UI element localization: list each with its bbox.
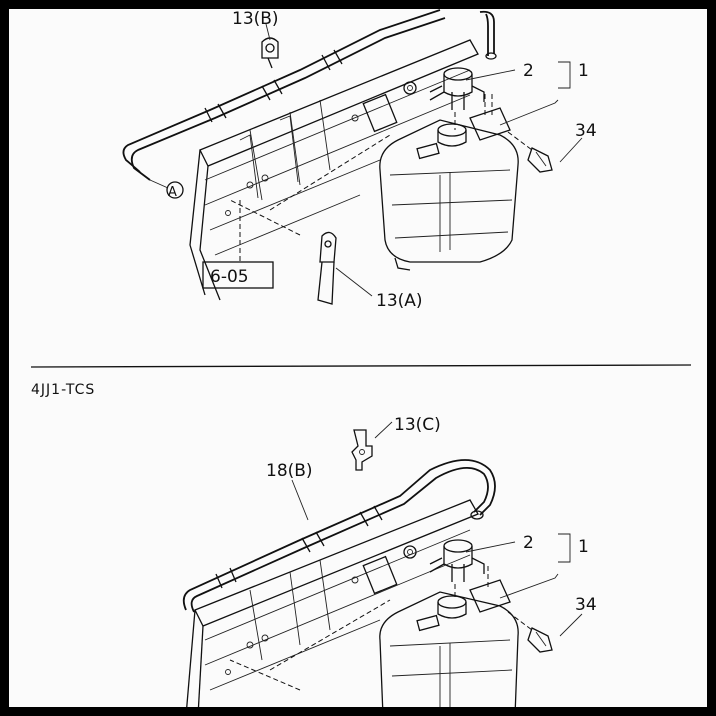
label-1: 1 — [578, 61, 589, 81]
hose-18b-lower — [182, 459, 496, 613]
dash-line-a — [229, 199, 301, 236]
leader-18b — [291, 479, 309, 521]
label-2: 2 — [523, 61, 534, 81]
label-34: 34 — [575, 121, 597, 141]
label-13a: 13(A) — [376, 291, 423, 311]
clip-13a — [317, 231, 337, 305]
label-1-lower: 1 — [578, 537, 589, 557]
leader-a — [149, 179, 169, 189]
lower-view: 13(C) 18(B) 2 1 34 — [182, 415, 597, 707]
dash-line-c — [229, 659, 301, 691]
leader-13c — [374, 421, 393, 439]
leader-2-lower — [465, 541, 516, 553]
bolt-34-upper — [507, 131, 553, 173]
leader-1-lower — [499, 533, 571, 599]
clip-13c — [351, 429, 373, 471]
section-title: 4JJ1-TCS — [31, 382, 95, 398]
frame-rail-lower — [186, 499, 479, 707]
leader-13b — [265, 23, 271, 41]
dash-line-b — [269, 134, 391, 211]
coolant-reservoir-upper — [379, 67, 519, 271]
frame-rail-upper — [189, 39, 479, 301]
hose-upper — [122, 9, 497, 181]
label-callout-a: A — [168, 185, 177, 200]
leader-1 — [499, 61, 571, 126]
parts-diagram: 13(B) 2 1 34 A 6-05 13(A) 4JJ1-TCS — [30, 9, 692, 707]
ref-box-6-05 — [202, 261, 274, 289]
coolant-reservoir-lower — [379, 539, 519, 707]
label-6-05: 6-05 — [210, 267, 249, 287]
leader-13a — [335, 267, 373, 297]
label-2-lower: 2 — [523, 533, 534, 553]
label-13b: 13(B) — [232, 9, 279, 29]
leader-34 — [559, 137, 583, 163]
section-divider — [30, 364, 692, 368]
leader-2 — [465, 69, 516, 81]
callout-a-circle — [166, 181, 184, 199]
label-34-lower: 34 — [575, 595, 597, 615]
label-18b: 18(B) — [266, 461, 313, 481]
parts-diagram-sheet: 13(B) 2 1 34 A 6-05 13(A) 4JJ1-TCS — [9, 9, 707, 707]
clip-13b — [261, 37, 279, 69]
upper-view: 13(B) 2 1 34 A 6-05 13(A) — [122, 9, 597, 311]
bolt-34-lower — [507, 611, 553, 653]
label-13c: 13(C) — [394, 415, 441, 435]
leader-34-lower — [559, 613, 583, 637]
dash-line-d — [269, 599, 391, 671]
